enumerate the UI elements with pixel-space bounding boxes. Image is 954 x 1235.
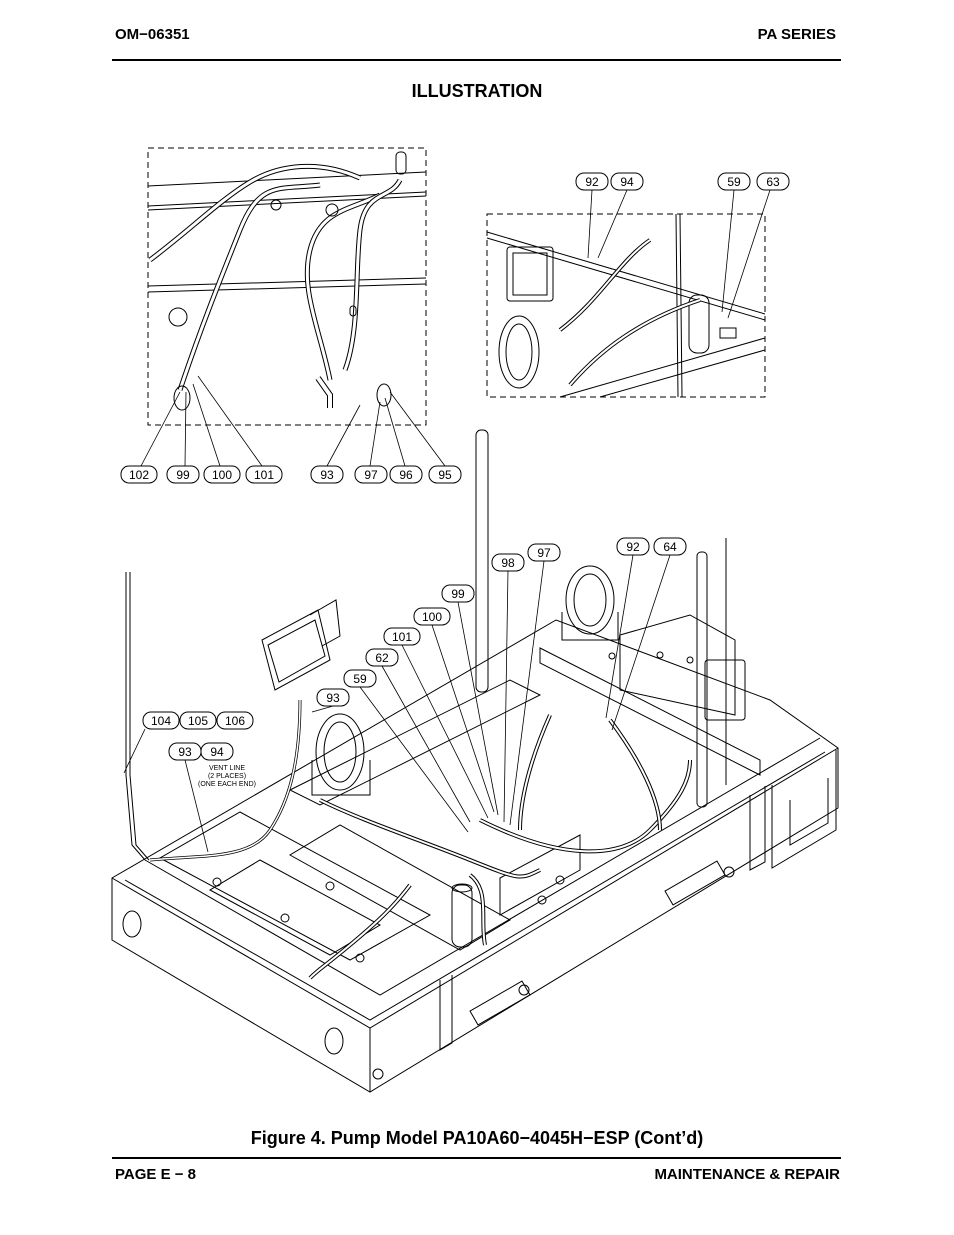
vent-pipe — [475, 429, 489, 693]
page-number: PAGE E − 8 — [115, 1166, 197, 1183]
float-cylinder — [451, 884, 473, 948]
callout-94: 94 — [200, 742, 234, 761]
svg-text:93: 93 — [320, 468, 334, 482]
callout-102: 102 — [120, 465, 158, 484]
callout-64: 64 — [653, 537, 687, 556]
callout-63: 63 — [756, 172, 790, 191]
callout-97: 97 — [354, 465, 388, 484]
float-bracket — [315, 713, 365, 791]
detail-view-hoses — [147, 147, 427, 426]
callout-98: 98 — [491, 553, 525, 572]
svg-text:92: 92 — [626, 540, 640, 554]
float-bracket — [565, 565, 615, 635]
svg-text:93: 93 — [178, 745, 192, 759]
svg-text:VENT LINE: VENT LINE — [209, 765, 245, 772]
pump-base-assembly — [111, 429, 839, 1093]
callout-93: 93 — [310, 465, 344, 484]
svg-text:106: 106 — [225, 714, 245, 728]
callout-59: 59 — [343, 669, 377, 688]
svg-text:59: 59 — [353, 672, 367, 686]
svg-text:97: 97 — [537, 546, 551, 560]
callout-99: 99 — [441, 584, 475, 603]
header-rule — [112, 59, 841, 61]
svg-text:101: 101 — [254, 468, 274, 482]
callout-97: 97 — [527, 543, 561, 562]
series-name: PA SERIES — [757, 26, 836, 43]
svg-text:64: 64 — [663, 540, 677, 554]
callout-92: 92 — [575, 172, 609, 191]
svg-text:102: 102 — [129, 468, 149, 482]
callout-104: 104 — [142, 711, 180, 730]
figure-caption: Figure 4. Pump Model PA10A60−4045H−ESP (… — [250, 1128, 704, 1148]
callout-92: 92 — [616, 537, 650, 556]
svg-text:95: 95 — [438, 468, 452, 482]
section-name: MAINTENANCE & REPAIR — [654, 1166, 840, 1183]
callout-93: 93 — [168, 742, 202, 761]
footer-rule — [112, 1157, 841, 1159]
svg-text:99: 99 — [451, 587, 465, 601]
svg-text:98: 98 — [501, 556, 515, 570]
svg-text:100: 100 — [212, 468, 232, 482]
callout-59: 59 — [717, 172, 751, 191]
callout-96: 96 — [389, 465, 423, 484]
svg-text:93: 93 — [326, 691, 340, 705]
svg-text:(ONE EACH END): (ONE EACH END) — [198, 781, 256, 788]
vent-line-note: VENT LINE (2 PLACES) (ONE EACH END) — [198, 765, 256, 788]
control-panel — [619, 614, 736, 716]
svg-text:105: 105 — [188, 714, 208, 728]
callout-100: 100 — [413, 607, 451, 626]
control-box — [261, 609, 331, 691]
section-title: ILLUSTRATION — [411, 81, 543, 101]
callout-105: 105 — [179, 711, 217, 730]
callout-bubbles: 102 99 100 101 93 97 96 95 92 94 59 63 9… — [120, 172, 790, 761]
svg-text:92: 92 — [585, 175, 599, 189]
svg-text:62: 62 — [375, 651, 389, 665]
callout-62: 62 — [365, 648, 399, 667]
svg-text:104: 104 — [151, 714, 171, 728]
svg-text:59: 59 — [727, 175, 741, 189]
detail-view-controller — [486, 213, 766, 398]
leader-lines — [123, 189, 771, 853]
callout-95: 95 — [428, 465, 462, 484]
svg-text:101: 101 — [392, 630, 412, 644]
callout-94: 94 — [610, 172, 644, 191]
callout-101: 101 — [245, 465, 283, 484]
callout-106: 106 — [216, 711, 254, 730]
svg-text:94: 94 — [210, 745, 224, 759]
svg-text:100: 100 — [422, 610, 442, 624]
svg-text:63: 63 — [766, 175, 780, 189]
svg-text:94: 94 — [620, 175, 634, 189]
svg-text:99: 99 — [176, 468, 190, 482]
svg-text:(2 PLACES): (2 PLACES) — [208, 773, 246, 780]
svg-text:96: 96 — [399, 468, 413, 482]
document-number: OM−06351 — [115, 26, 190, 43]
vent-pipe — [696, 551, 708, 808]
svg-text:97: 97 — [364, 468, 378, 482]
callout-100: 100 — [203, 465, 241, 484]
callout-99: 99 — [166, 465, 200, 484]
callout-93: 93 — [316, 688, 350, 707]
callout-101: 101 — [383, 627, 421, 646]
